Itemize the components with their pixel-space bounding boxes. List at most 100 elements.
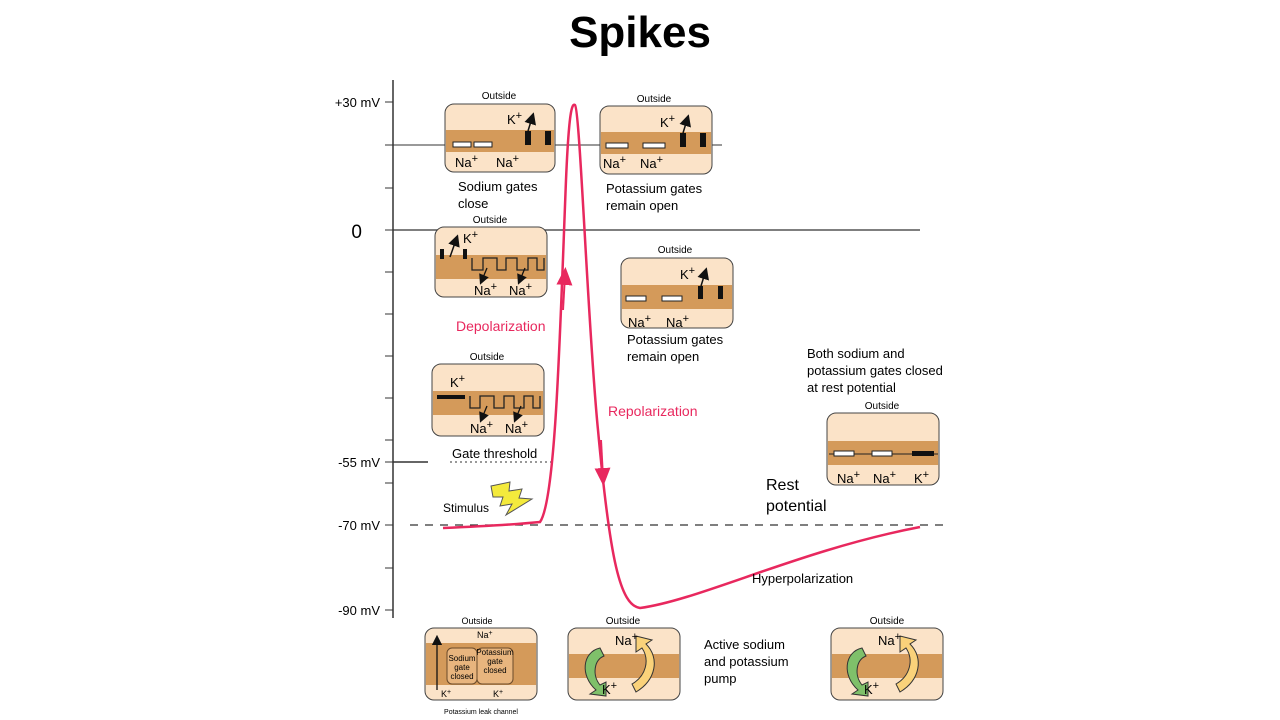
k-plus: + — [689, 265, 695, 277]
na-plus: + — [513, 153, 519, 165]
potassium-open-caption-2: remain open — [606, 198, 678, 213]
outside-label: Outside — [606, 616, 641, 627]
pump-caption-2: and potassium — [704, 654, 789, 669]
cell-near-threshold: Outside K+ Na+ Na+ — [431, 352, 545, 437]
svg-text:Na+: Na+ — [455, 153, 478, 170]
svg-text:Na+: Na+ — [878, 631, 901, 648]
svg-text:K+: K+ — [493, 689, 503, 699]
k-ion: K — [680, 267, 689, 282]
outside-label: Outside — [658, 245, 693, 256]
na-plus: + — [472, 153, 478, 165]
sodium-gate-closed-1: Sodium — [448, 654, 475, 663]
repolarization-label: Repolarization — [608, 403, 698, 419]
k-ion: K — [441, 689, 447, 699]
potassium-gate-closed-1: Potassium — [476, 648, 514, 657]
svg-text:Na+: Na+ — [509, 281, 532, 298]
k-ion: K — [660, 115, 669, 130]
k-ion: K — [450, 375, 459, 390]
na-ion: Na — [455, 155, 472, 170]
na-plus: + — [526, 281, 532, 293]
na-plus: + — [487, 419, 493, 431]
sodium-pump-arrow-icon — [631, 635, 655, 693]
svg-text:Na+: Na+ — [666, 313, 689, 330]
k-plus: + — [499, 689, 503, 696]
na-ion: Na — [470, 421, 487, 436]
svg-text:Na+: Na+ — [496, 153, 519, 170]
k-ion: K — [864, 682, 873, 697]
k-plus: + — [611, 680, 617, 692]
both-closed-caption-2: potassium gates closed — [807, 363, 943, 378]
k-plus: + — [873, 680, 879, 692]
na-ion: Na — [640, 156, 657, 171]
sodium-pump-arrow-icon — [895, 635, 919, 693]
na-ion: Na — [509, 283, 526, 298]
na-plus: + — [683, 313, 689, 325]
potassium-open-caption-1: Potassium gates — [627, 332, 724, 347]
k-plus: + — [516, 110, 522, 122]
svg-text:Na+: Na+ — [603, 154, 626, 171]
svg-text:K+: K+ — [450, 373, 465, 390]
pump-caption-1: Active sodium — [704, 637, 785, 652]
k-ion: K — [602, 682, 611, 697]
na-ion: Na — [666, 315, 683, 330]
cell-potassium-open-top: Outside K+ Na+ Na+ Potassium gates remai… — [599, 94, 713, 213]
cell-potassium-open-middle: Outside K+ Na+ Na+ Potassium gates remai… — [620, 245, 734, 364]
stimulus-label: Stimulus — [443, 501, 489, 515]
cell-depolarization-open: Outside K+ Na+ Na+ — [434, 215, 548, 298]
outside-label: Outside — [470, 352, 505, 363]
tick-label-minus55: -55 mV — [338, 455, 380, 470]
outside-label: Outside — [637, 94, 672, 105]
potassium-gate-closed-3: closed — [483, 666, 506, 675]
pump-caption-3: pump — [704, 671, 737, 686]
na-plus: + — [522, 419, 528, 431]
k-plus: + — [669, 113, 675, 125]
k-plus: + — [459, 373, 465, 385]
svg-text:K+: K+ — [441, 689, 451, 699]
svg-text:K+: K+ — [660, 113, 675, 130]
outside-label: Outside — [473, 215, 508, 226]
both-closed-caption-3: at rest potential — [807, 380, 896, 395]
lightning-bolt-icon — [490, 481, 534, 517]
sodium-gate-closed-2: gate — [454, 663, 470, 672]
both-closed-caption-1: Both sodium and — [807, 346, 905, 361]
depolarization-arrow — [556, 267, 573, 311]
voltage-axis: +30 mV 0 -55 mV -70 mV -90 mV — [335, 80, 394, 618]
depolarization-label: Depolarization — [456, 318, 546, 334]
svg-text:Na+: Na+ — [505, 419, 528, 436]
na-ion: Na — [505, 421, 522, 436]
rest-potential-label-1: Rest — [766, 477, 799, 494]
na-plus: + — [890, 469, 896, 481]
na-plus: + — [895, 631, 901, 643]
potassium-open-caption-1: Potassium gates — [606, 181, 703, 196]
na-ion: Na — [477, 630, 489, 640]
na-ion: Na — [496, 155, 513, 170]
na-plus: + — [632, 631, 638, 643]
svg-text:K+: K+ — [914, 469, 929, 486]
potassium-open-caption-2: remain open — [627, 349, 699, 364]
svg-text:Na+: Na+ — [477, 630, 493, 640]
na-plus: + — [489, 630, 493, 637]
tick-label-minus70: -70 mV — [338, 518, 380, 533]
na-plus: + — [645, 313, 651, 325]
potassium-pump-arrow-icon — [584, 647, 607, 697]
outside-label: Outside — [461, 616, 492, 626]
tick-label-plus30: +30 mV — [335, 95, 380, 110]
potassium-pump-arrow-icon — [846, 647, 869, 697]
action-potential-trace — [442, 103, 921, 610]
hyperpolarization-label: Hyperpolarization — [752, 571, 853, 586]
rest-potential-label-2: potential — [766, 498, 827, 515]
na-plus: + — [657, 154, 663, 166]
svg-text:Na+: Na+ — [837, 469, 860, 486]
repolarization-arrow — [594, 439, 611, 486]
na-ion: Na — [873, 471, 890, 486]
k-ion: K — [507, 112, 516, 127]
na-plus: + — [491, 281, 497, 293]
cell-rest-potential: Outside Na+ Na+ K+ — [826, 401, 940, 486]
na-ion: Na — [615, 633, 632, 648]
k-plus: + — [923, 469, 929, 481]
svg-text:Na+: Na+ — [640, 154, 663, 171]
svg-text:K+: K+ — [602, 680, 617, 697]
na-ion: Na — [603, 156, 620, 171]
na-ion: Na — [837, 471, 854, 486]
